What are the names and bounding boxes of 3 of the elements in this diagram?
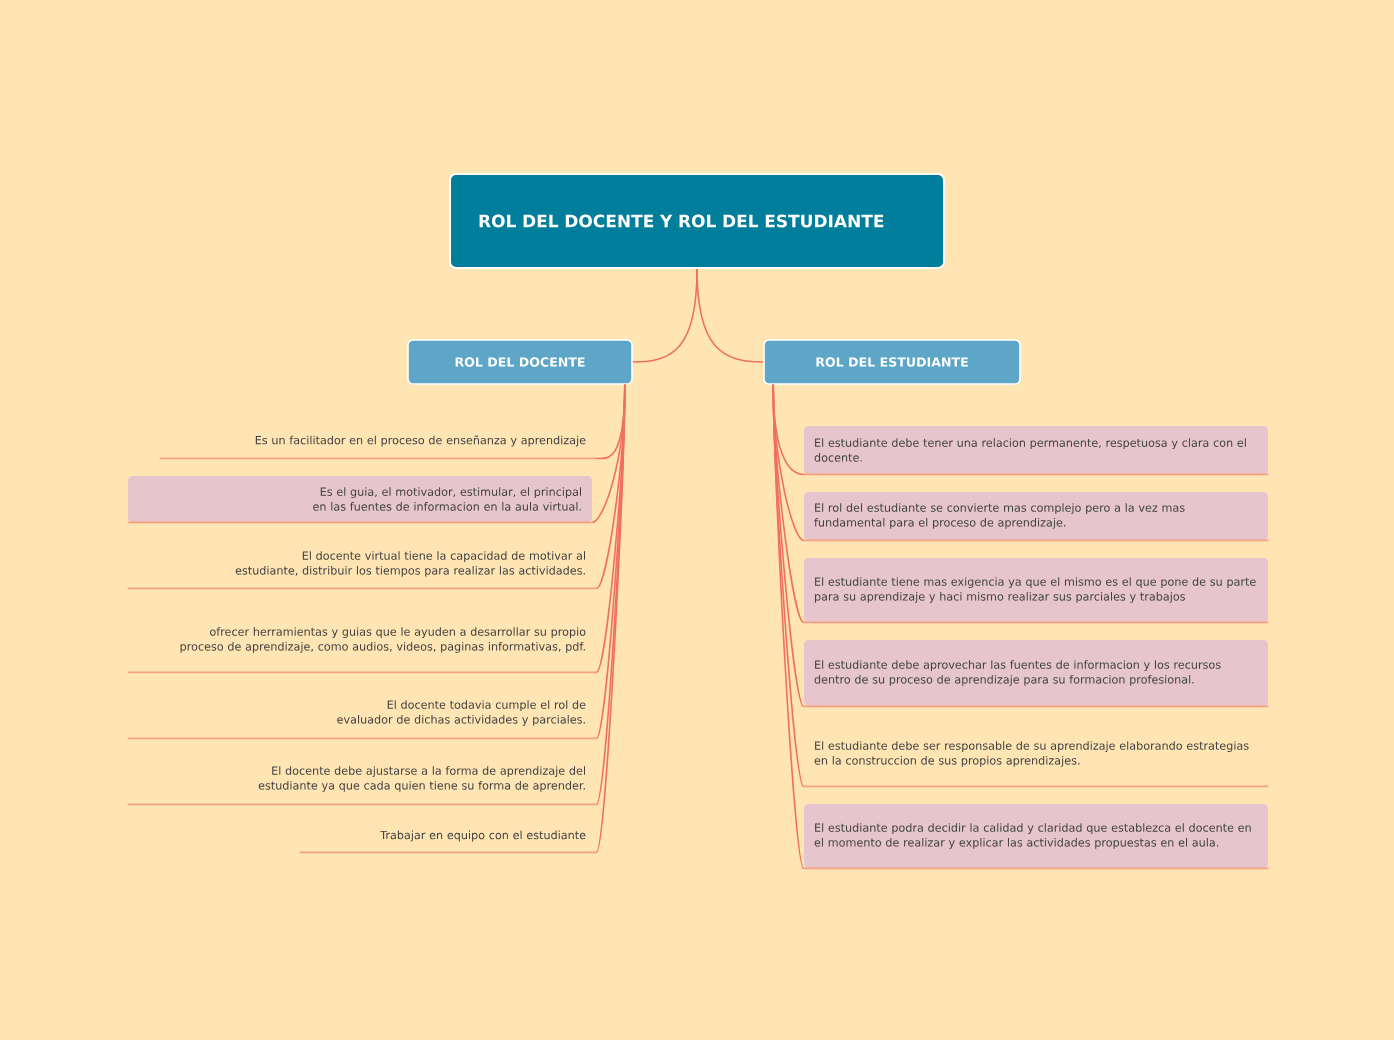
root-box: ROL DEL DOCENTE Y ROL DEL ESTUDIANTE <box>449 173 945 269</box>
connector-line <box>696 268 764 363</box>
connector-line <box>772 384 805 870</box>
